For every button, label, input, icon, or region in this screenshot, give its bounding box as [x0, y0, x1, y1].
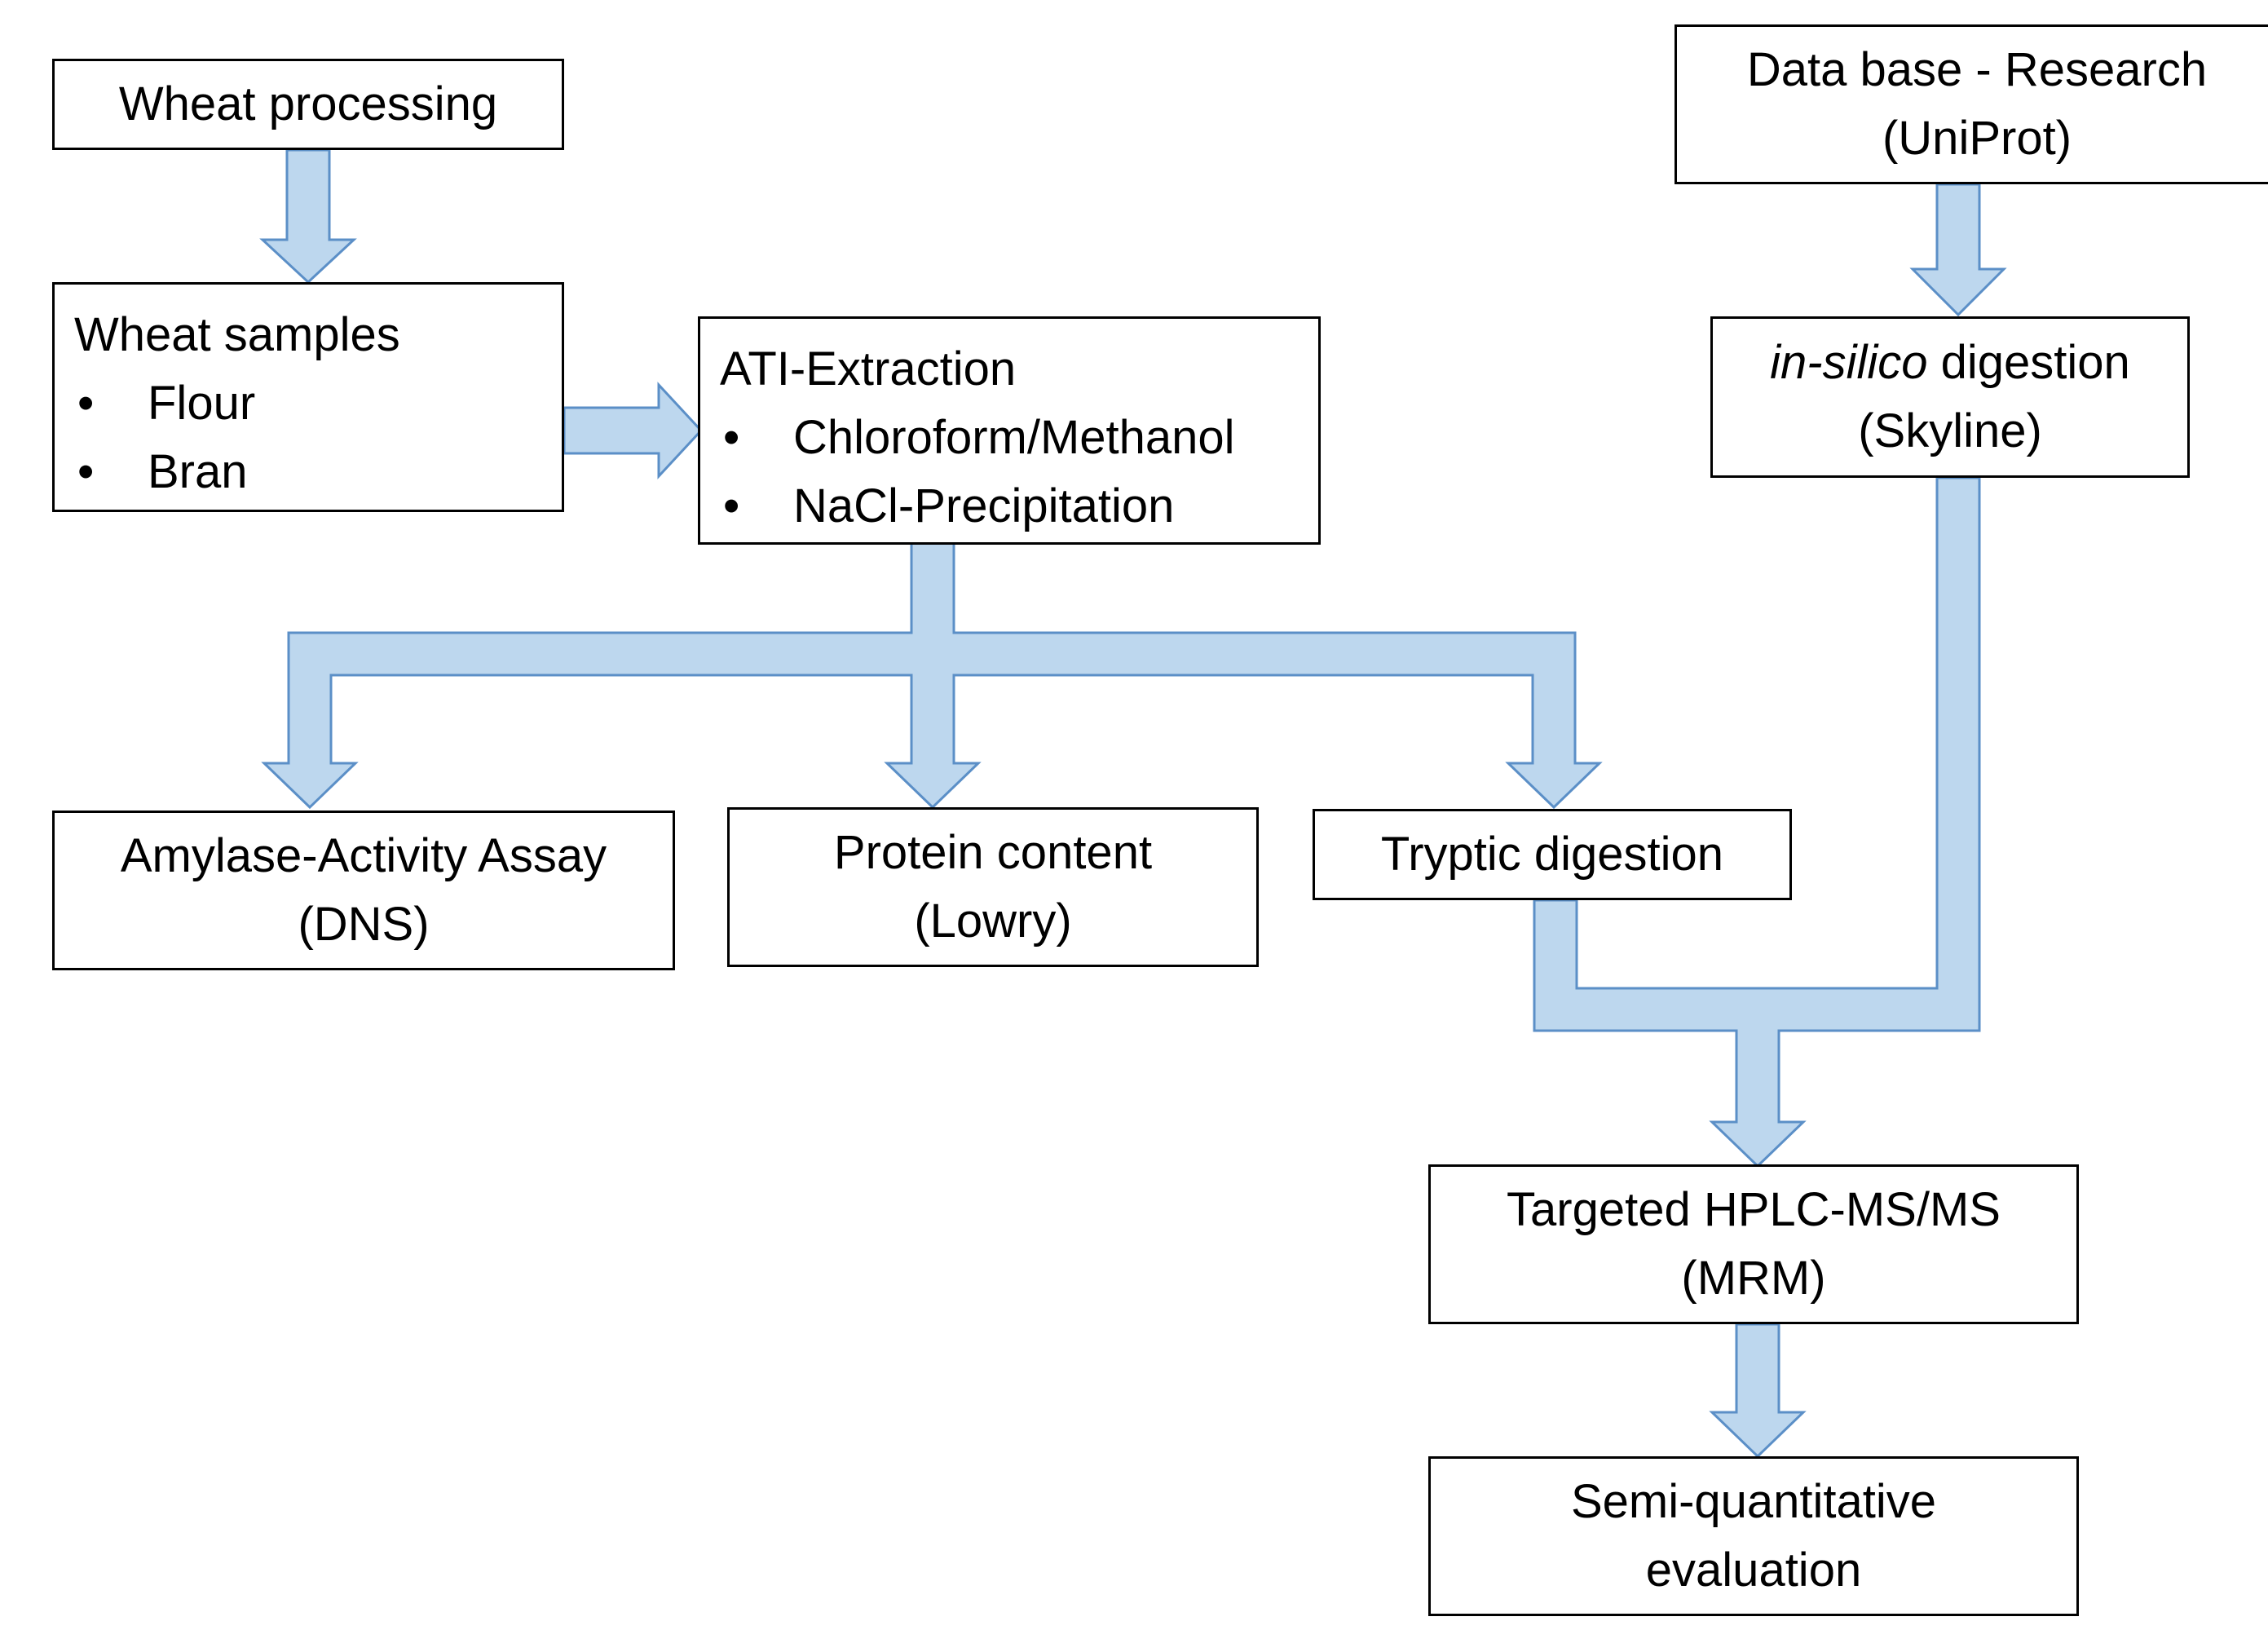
targeted-hplc-line2: (MRM) — [1681, 1252, 1826, 1305]
arrow-merge-to-hplc — [1533, 476, 1981, 1168]
wheat-samples-item: • Bran — [74, 438, 562, 506]
ati-extraction-item-label: Chloroform/Methanol — [793, 411, 1235, 464]
database-research-line2: (UniProt) — [1882, 112, 2072, 165]
protein-content-line2: (Lowry) — [914, 894, 1072, 947]
box-in-silico-digestion: in-silico digestion (Skyline) — [1710, 316, 2190, 478]
protein-content-line1: Protein content — [833, 826, 1153, 879]
targeted-hplc-line1: Targeted HPLC-MS/MS — [1507, 1183, 2001, 1236]
arrow-samples-to-extraction — [563, 382, 704, 479]
tryptic-digestion-label: Tryptic digestion — [1380, 828, 1724, 881]
box-wheat-samples: Wheat samples • Flour • Bran — [52, 282, 564, 512]
arrow-hplc-to-evaluation — [1709, 1323, 1807, 1459]
semi-quantitative-line1: Semi-quantitative — [1570, 1475, 1937, 1528]
box-targeted-hplc: Targeted HPLC-MS/MS (MRM) — [1428, 1164, 2079, 1324]
amylase-assay-line1: Amylase-Activity Assay — [120, 829, 607, 882]
ati-extraction-item: • NaCl-Precipitation — [720, 472, 1318, 541]
ati-extraction-item-label: NaCl-Precipitation — [793, 479, 1175, 532]
box-tryptic-digestion: Tryptic digestion — [1313, 809, 1792, 900]
database-research-line1: Data base - Research — [1746, 43, 2208, 96]
in-silico-italic: in-silico — [1770, 336, 1928, 389]
box-ati-extraction: ATI-Extraction • Chloroform/Methanol • N… — [698, 316, 1321, 545]
wheat-samples-title: Wheat samples — [74, 308, 400, 361]
ati-extraction-title: ATI-Extraction — [720, 342, 1017, 395]
bullet: • — [77, 445, 95, 498]
semi-quantitative-line2: evaluation — [1645, 1544, 1862, 1597]
arrow-database-to-insilico — [1909, 183, 2007, 317]
bullet: • — [77, 377, 95, 430]
box-wheat-processing: Wheat processing — [52, 59, 564, 150]
amylase-assay-line2: (DNS) — [298, 898, 430, 951]
box-protein-content: Protein content (Lowry) — [727, 807, 1259, 967]
arrow-extraction-branches — [261, 541, 1603, 810]
in-silico-line2: (Skyline) — [1858, 404, 2042, 457]
arrow-processing-to-samples — [259, 148, 357, 285]
wheat-samples-item-label: Flour — [148, 377, 256, 430]
box-database-research: Data base - Research (UniProt) — [1675, 24, 2268, 184]
wheat-samples-item-label: Bran — [148, 445, 248, 498]
wheat-processing-label: Wheat processing — [118, 77, 498, 130]
wheat-samples-item: • Flour — [74, 369, 562, 438]
box-semi-quantitative: Semi-quantitative evaluation — [1428, 1456, 2079, 1616]
in-silico-line1: in-silico digestion — [1770, 329, 2130, 397]
box-amylase-assay: Amylase-Activity Assay (DNS) — [52, 811, 675, 970]
ati-extraction-item: • Chloroform/Methanol — [720, 404, 1318, 472]
bullet: • — [723, 479, 740, 532]
in-silico-rest: digestion — [1927, 336, 2130, 389]
bullet: • — [723, 411, 740, 464]
